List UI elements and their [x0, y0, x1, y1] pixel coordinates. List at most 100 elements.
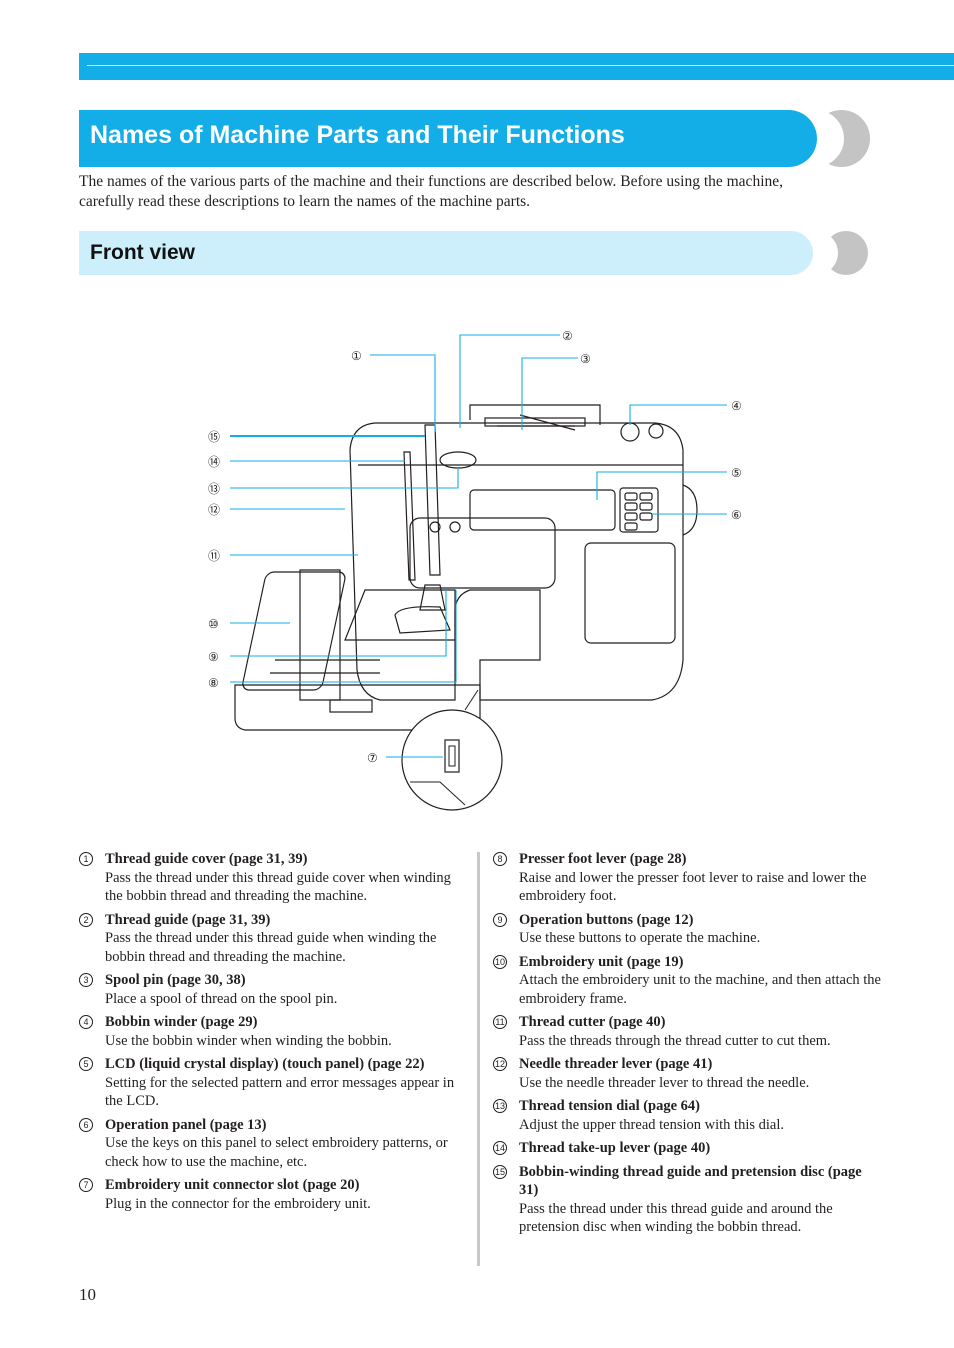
part-number: 5 [79, 1057, 93, 1071]
part-item-10: 10 Embroidery unit (page 19) Attach the em… [493, 953, 883, 1009]
column-divider [477, 852, 480, 1266]
part-heading: Thread tension dial (page 64) [519, 1098, 701, 1114]
part-description: Pass the thread under this thread guide … [105, 930, 437, 965]
connector-slot-shape [444, 739, 460, 773]
part-number: 8 [493, 852, 507, 866]
handwheel [682, 484, 698, 536]
operation-buttons-area [409, 517, 556, 589]
part-item-1: 1 Thread guide cover (page 31, 39) Pass th… [79, 850, 469, 906]
section-bar: Front view [79, 231, 813, 275]
part-item-11: 11 Thread cutter (page 40) Pass the thread… [493, 1013, 883, 1050]
part-heading: Spool pin (page 30, 38) [105, 972, 246, 988]
part-number: 3 [79, 973, 93, 987]
part-heading: Needle threader lever (page 41) [519, 1056, 713, 1072]
part-item-5: 5 LCD (liquid crystal display) (touch pan… [79, 1055, 469, 1111]
part-number: 7 [79, 1178, 93, 1192]
part-heading: Presser foot lever (page 28) [519, 851, 687, 867]
part-number: 9 [493, 912, 507, 927]
part-heading: Thread take-up lever (page 40) [519, 1140, 711, 1156]
callout-3: ③ [580, 352, 591, 366]
part-item-2: 2 Thread guide (page 31, 39) Pass the thre… [79, 911, 469, 967]
handle [469, 404, 601, 425]
section-title: Front view [90, 241, 196, 264]
bobbin-winder-shape [620, 422, 640, 442]
part-description: Use the bobbin winder when winding the b… [105, 1032, 392, 1049]
part-heading: Operation panel (page 13) [105, 1116, 267, 1133]
machine-illustration [234, 404, 698, 731]
part-number: 1 [79, 852, 93, 866]
callout-13: ⑬ [208, 482, 220, 496]
part-number: 15 [493, 1164, 507, 1179]
part-number: 11 [493, 1015, 507, 1029]
callout-14: ⑭ [208, 455, 220, 469]
callout-4: ④ [731, 399, 742, 413]
thread-guide-cover-shape [424, 424, 441, 576]
part-item-8: 8 Presser foot lever (page 28) Raise and l… [493, 850, 883, 906]
parts-list-right: 8 Presser foot lever (page 28) Raise and l… [493, 850, 883, 1242]
part-item-12: 12 Needle threader lever (page 41) Use the… [493, 1055, 883, 1092]
part-description: Adjust the upper thread tension with thi… [519, 1116, 784, 1133]
part-number: 4 [79, 1015, 93, 1029]
page-title: Names of Machine Parts and Their Functio… [90, 121, 625, 149]
part-heading: Thread guide cover (page 31, 39) [105, 851, 308, 867]
leader-lines [230, 334, 727, 758]
callout-9: ⑨ [208, 650, 219, 664]
part-number: 14 [493, 1141, 507, 1155]
embroidery-arm [299, 569, 341, 701]
part-heading: Thread guide (page 31, 39) [105, 911, 271, 928]
part-description: Setting for the selected pattern and err… [105, 1074, 455, 1110]
takeup-slot [403, 451, 416, 581]
part-description: Use the needle threader lever to thread … [519, 1074, 810, 1091]
connector-inset [401, 689, 503, 811]
part-description: Pass the threads through the thread cutt… [519, 1032, 831, 1049]
part-description: Plug in the connector for the embroidery… [105, 1195, 371, 1212]
base-handle [329, 699, 373, 713]
part-heading: Embroidery unit (page 19) [519, 953, 684, 970]
embroidery-plate [344, 589, 456, 641]
spool-pin-shape [519, 414, 576, 431]
panel-shape [619, 487, 659, 533]
part-heading: Thread cutter (page 40) [519, 1014, 666, 1030]
sewing-machine-diagram: ① ② ③ ④ ⑤ ⑥ ⑦ ⑧ ⑨ ⑩ ⑪ ⑫ ⑬ ⑭ ⑮ [208, 329, 742, 811]
part-description: Use the keys on this panel to select emb… [105, 1135, 448, 1170]
callout-2: ② [562, 329, 573, 343]
intro-text: The names of the various parts of the ma… [79, 173, 784, 210]
part-number: 12 [493, 1057, 507, 1071]
part-heading: Operation buttons (page 12) [519, 911, 694, 928]
callout-1: ① [351, 349, 362, 363]
part-item-15: 15 Bobbin-winding thread guide and preten… [493, 1163, 883, 1237]
callout-11: ⑪ [208, 549, 220, 563]
embroidery-carriage [242, 571, 346, 691]
panel-buttons [624, 492, 653, 531]
side-cover [584, 542, 676, 644]
title-bar: Names of Machine Parts and Their Functio… [79, 110, 817, 167]
part-heading: Embroidery unit connector slot (page 20) [105, 1177, 360, 1193]
part-description: Attach the embroidery unit to the machin… [519, 972, 881, 1007]
part-number: 10 [493, 954, 507, 969]
part-heading: Bobbin-winding thread guide and pretensi… [519, 1163, 862, 1199]
lcd-shape [469, 489, 616, 531]
top-banner-rule [87, 65, 954, 66]
part-description: Use these buttons to operate the machine… [519, 930, 761, 946]
callout-10: ⑩ [208, 617, 219, 631]
part-item-7: 7 Embroidery unit connector slot (page 20… [79, 1176, 469, 1213]
callout-labels: ① ② ③ ④ ⑤ ⑥ ⑦ ⑧ ⑨ ⑩ ⑪ ⑫ ⑬ ⑭ ⑮ [208, 329, 742, 765]
callout-12: ⑫ [208, 503, 220, 517]
top-banner [79, 53, 954, 80]
part-description: Raise and lower the presser foot lever t… [519, 869, 867, 905]
part-description: Place a spool of thread on the spool pin… [105, 990, 338, 1007]
part-heading: LCD (liquid crystal display) (touch pane… [105, 1056, 425, 1072]
part-item-9: 9 Operation buttons (page 12) Use these bu… [493, 911, 883, 948]
part-number: 6 [79, 1117, 93, 1132]
machine-body [349, 422, 684, 701]
part-item-6: 6 Operation panel (page 13) Use the keys o… [79, 1116, 469, 1172]
callout-8: ⑧ [208, 676, 219, 690]
part-number: 2 [79, 912, 93, 927]
page-number: 10 [79, 1285, 96, 1304]
callout-7: ⑦ [367, 751, 378, 765]
part-description: Pass the thread under this thread guide … [105, 869, 451, 905]
callout-15: ⑮ [208, 430, 220, 444]
callout-6: ⑥ [731, 508, 742, 522]
